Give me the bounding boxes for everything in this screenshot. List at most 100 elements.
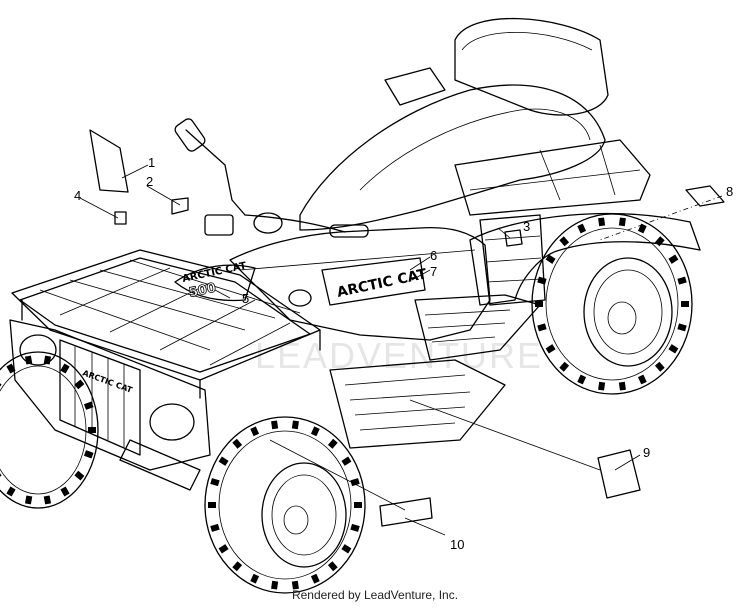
tire-treads — [0, 217, 689, 590]
tread-block — [350, 523, 360, 532]
front-left-wheel — [0, 351, 99, 509]
grille — [59, 339, 141, 456]
tread-block — [43, 355, 52, 365]
tread-block — [535, 301, 543, 307]
decal-9 — [597, 449, 641, 499]
tread-block — [6, 363, 16, 374]
tread-block — [598, 217, 606, 227]
tread-block — [250, 426, 260, 437]
tread-block — [618, 381, 626, 391]
callout-2: 2 — [146, 174, 153, 189]
tread-block — [83, 450, 94, 459]
tread-block — [577, 374, 587, 385]
callout-9: 9 — [643, 445, 650, 460]
tread-block — [208, 502, 216, 508]
body — [229, 214, 546, 341]
callout-8: 8 — [726, 184, 733, 199]
tread-block — [654, 361, 665, 372]
front-rack — [11, 249, 321, 399]
tread-block — [559, 361, 570, 372]
tread-block — [341, 544, 352, 554]
hood-model: 500 — [188, 281, 218, 301]
tread-block — [341, 456, 352, 466]
footwell — [329, 294, 541, 449]
tread-block — [210, 478, 220, 487]
tread-block — [6, 486, 16, 497]
tread-block — [354, 502, 362, 508]
tread-block — [668, 344, 679, 354]
decal-8 — [685, 185, 725, 207]
tread-block — [327, 438, 338, 449]
tread-block — [350, 478, 360, 487]
front-fascia: ARCTIC CAT — [9, 319, 211, 491]
tread-block — [271, 580, 279, 590]
callout-10: 10 — [450, 537, 464, 552]
tread-block — [618, 217, 626, 227]
tread-block — [232, 561, 243, 572]
watermark: LEADVENTURE — [255, 335, 543, 376]
leader-lines — [79, 164, 723, 536]
tread-block — [598, 381, 606, 391]
callout-numbers: 1 2 3 4 5 6 7 8 9 10 — [74, 155, 733, 552]
decal-10 — [379, 497, 433, 527]
tread-block — [218, 456, 229, 466]
decal-1 — [89, 129, 129, 193]
tread-block — [677, 323, 687, 332]
left-headlight — [19, 334, 57, 366]
tread-block — [88, 427, 96, 433]
callout-3: 3 — [523, 219, 530, 234]
tread-block — [60, 486, 70, 497]
callout-6: 6 — [430, 248, 437, 263]
tread-block — [43, 495, 52, 505]
hood-brand: ARCTIC CAT — [181, 261, 247, 285]
tread-block — [0, 470, 2, 481]
tread-block — [637, 223, 647, 234]
tread-block — [310, 426, 320, 437]
decal-4 — [114, 211, 127, 225]
tread-block — [537, 276, 547, 285]
tread-block — [654, 236, 665, 247]
tread-block — [545, 344, 556, 354]
tread-block — [637, 374, 647, 385]
side-brand: ARCTIC CAT — [336, 266, 429, 301]
tread-block — [210, 523, 220, 532]
tread-block — [83, 401, 94, 410]
tread-block — [545, 254, 556, 264]
side-panel — [479, 214, 546, 306]
tread-block — [74, 470, 85, 481]
tread-block — [681, 301, 689, 307]
tread-block — [271, 420, 279, 430]
tread-block — [60, 363, 70, 374]
tread-block — [218, 544, 229, 554]
tread-block — [0, 379, 2, 390]
rear-right-wheel — [531, 213, 693, 395]
right-headlight — [149, 403, 195, 441]
decal-3 — [504, 229, 523, 247]
tread-block — [310, 573, 320, 584]
callout-1: 1 — [148, 155, 155, 170]
seat — [299, 17, 609, 231]
footer-credit: Rendered by LeadVenture, Inc. — [291, 588, 459, 602]
tread-block — [291, 580, 299, 590]
tread-block — [24, 355, 33, 365]
fuel-cap — [288, 289, 312, 307]
tread-block — [559, 236, 570, 247]
tread-block — [677, 276, 687, 285]
decal-6-7-side: ARCTIC CAT — [321, 257, 429, 306]
handlebars — [174, 118, 369, 238]
tread-block — [250, 573, 260, 584]
tread-block — [232, 438, 243, 449]
tread-block — [24, 495, 33, 505]
tread-block — [577, 223, 587, 234]
front-right-wheel — [204, 416, 366, 594]
tread-block — [668, 254, 679, 264]
tread-block — [327, 561, 338, 572]
callout-5: 5 — [242, 291, 249, 306]
tread-block — [291, 420, 299, 430]
tread-block — [74, 379, 85, 390]
tread-block — [537, 323, 547, 332]
callout-7: 7 — [430, 264, 437, 279]
decal-2 — [171, 197, 189, 215]
